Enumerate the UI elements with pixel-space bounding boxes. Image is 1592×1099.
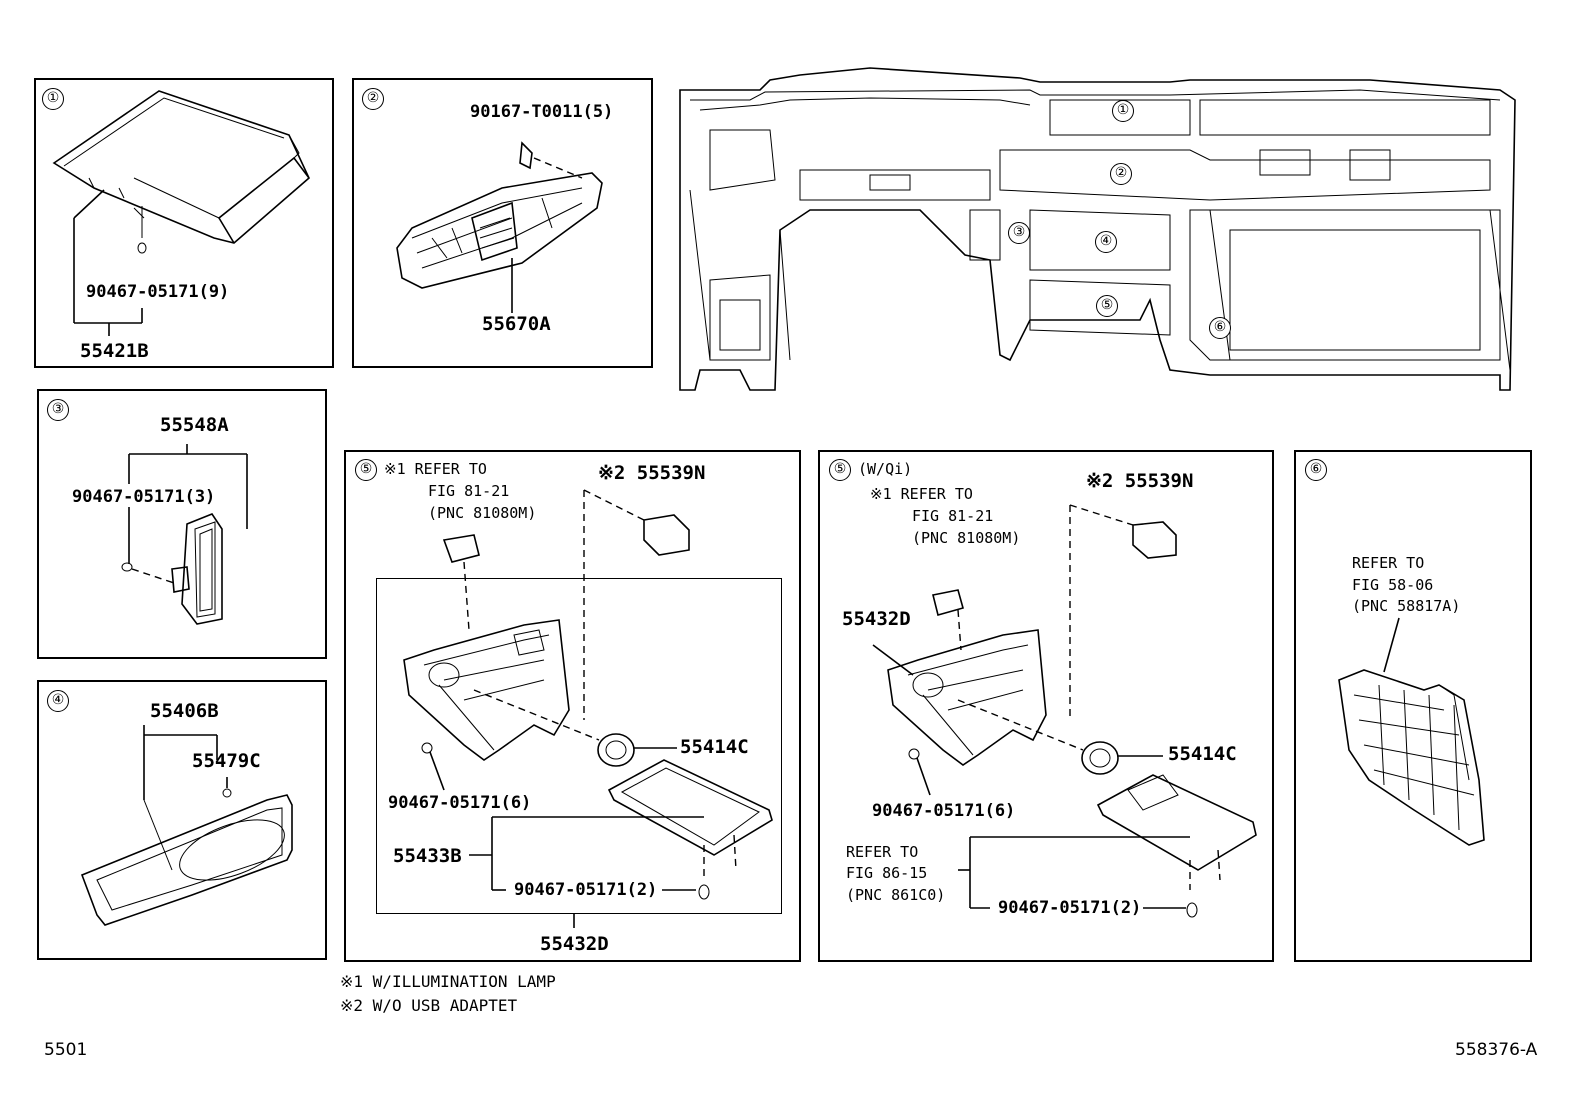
console-box-drawing-5a	[403, 489, 773, 928]
panel-5a	[344, 450, 801, 962]
refer-note-5b-b-line1: REFER TO	[846, 843, 919, 861]
dashboard-callout-2: ②	[1110, 163, 1132, 185]
part-55433B: 55433B	[393, 845, 462, 867]
refer-note-5b-b-line3: (PNC 861C0)	[846, 886, 946, 904]
callout-4: ④	[47, 690, 69, 712]
footer-left-code: 5501	[44, 1040, 88, 1060]
note-illumination-lamp: ※1 W/ILLUMINATION LAMP	[340, 972, 556, 991]
refer-note-5b-b-line2: FIG 86-15	[846, 864, 928, 882]
part-55548A: 55548A	[160, 414, 229, 436]
refer-note-5a-line3: (PNC 81080M)	[428, 504, 537, 522]
part-55539N-5b: ※2 55539N	[1086, 470, 1194, 492]
part-55670A: 55670A	[482, 313, 551, 335]
refer-note-5a-line2: FIG 81-21	[428, 482, 510, 500]
panel-6	[1294, 450, 1532, 962]
part-90467-05171-6-5b: 90467-05171(6)	[872, 801, 1016, 821]
part-55406B: 55406B	[150, 700, 219, 722]
dashboard-callout-5: ⑤	[1096, 295, 1118, 317]
part-90467-05171-3: 90467-05171(3)	[72, 487, 216, 507]
part-90167-T0011-5: 90167-T0011(5)	[470, 102, 614, 122]
dashboard-callout-4: ④	[1095, 231, 1117, 253]
callout-5a: ⑤	[355, 459, 377, 481]
callout-3: ③	[47, 399, 69, 421]
center-vent-register-drawing	[396, 141, 603, 313]
footer-right-code: 558376-A	[1455, 1040, 1538, 1060]
dashboard-callout-1: ①	[1112, 100, 1134, 122]
panel-5b	[818, 450, 1274, 962]
part-90467-05171-2-5a: 90467-05171(2)	[514, 880, 658, 900]
part-90467-05171-2-5b: 90467-05171(2)	[998, 898, 1142, 918]
instrument-cluster-hood-drawing	[52, 90, 310, 336]
dashboard-assembly-drawing	[679, 67, 1516, 391]
part-55414C-5b: 55414C	[1168, 743, 1237, 765]
callout-2: ②	[362, 88, 384, 110]
refer-note-5a-line1: ※1 REFER TO	[384, 460, 487, 478]
glove-box-garnish-drawing	[80, 725, 293, 926]
panel-2	[352, 78, 653, 368]
callout-6: ⑥	[1305, 459, 1327, 481]
refer-note-6-line2: FIG 58-06	[1352, 576, 1434, 594]
part-55479C: 55479C	[192, 750, 261, 772]
side-vent-drawing	[121, 444, 248, 625]
callout-1: ①	[42, 88, 64, 110]
panel-4	[37, 680, 327, 960]
refer-note-6-line3: (PNC 58817A)	[1352, 597, 1461, 615]
part-55539N-5a: ※2 55539N	[598, 462, 706, 484]
refer-note-5b-line2: FIG 81-21	[912, 507, 994, 525]
dashboard-callout-6: ⑥	[1209, 317, 1231, 339]
refer-note-5b-line3: (PNC 81080M)	[912, 529, 1021, 547]
console-box-drawing-5b	[872, 504, 1257, 918]
part-55421B: 55421B	[80, 340, 149, 362]
part-90467-05171-9: 90467-05171(9)	[86, 282, 230, 302]
note-usb-adapter: ※2 W/O USB ADAPTET	[340, 996, 518, 1015]
panel-3	[37, 389, 327, 659]
callout-5b: ⑤	[829, 459, 851, 481]
dashboard-callout-3: ③	[1008, 222, 1030, 244]
refer-note-6-line1: REFER TO	[1352, 554, 1425, 572]
variant-wqi: (W/Qi)	[858, 460, 913, 478]
panel-1	[34, 78, 334, 368]
under-cover-drawing	[1338, 617, 1485, 846]
panel-5a-assembly-frame	[376, 578, 782, 914]
part-55432D-5a: 55432D	[540, 933, 609, 955]
part-55414C-5a: 55414C	[680, 736, 749, 758]
part-90467-05171-6-5a: 90467-05171(6)	[388, 793, 532, 813]
part-55432D-5b: 55432D	[842, 608, 911, 630]
refer-note-5b-line1: ※1 REFER TO	[870, 485, 973, 503]
